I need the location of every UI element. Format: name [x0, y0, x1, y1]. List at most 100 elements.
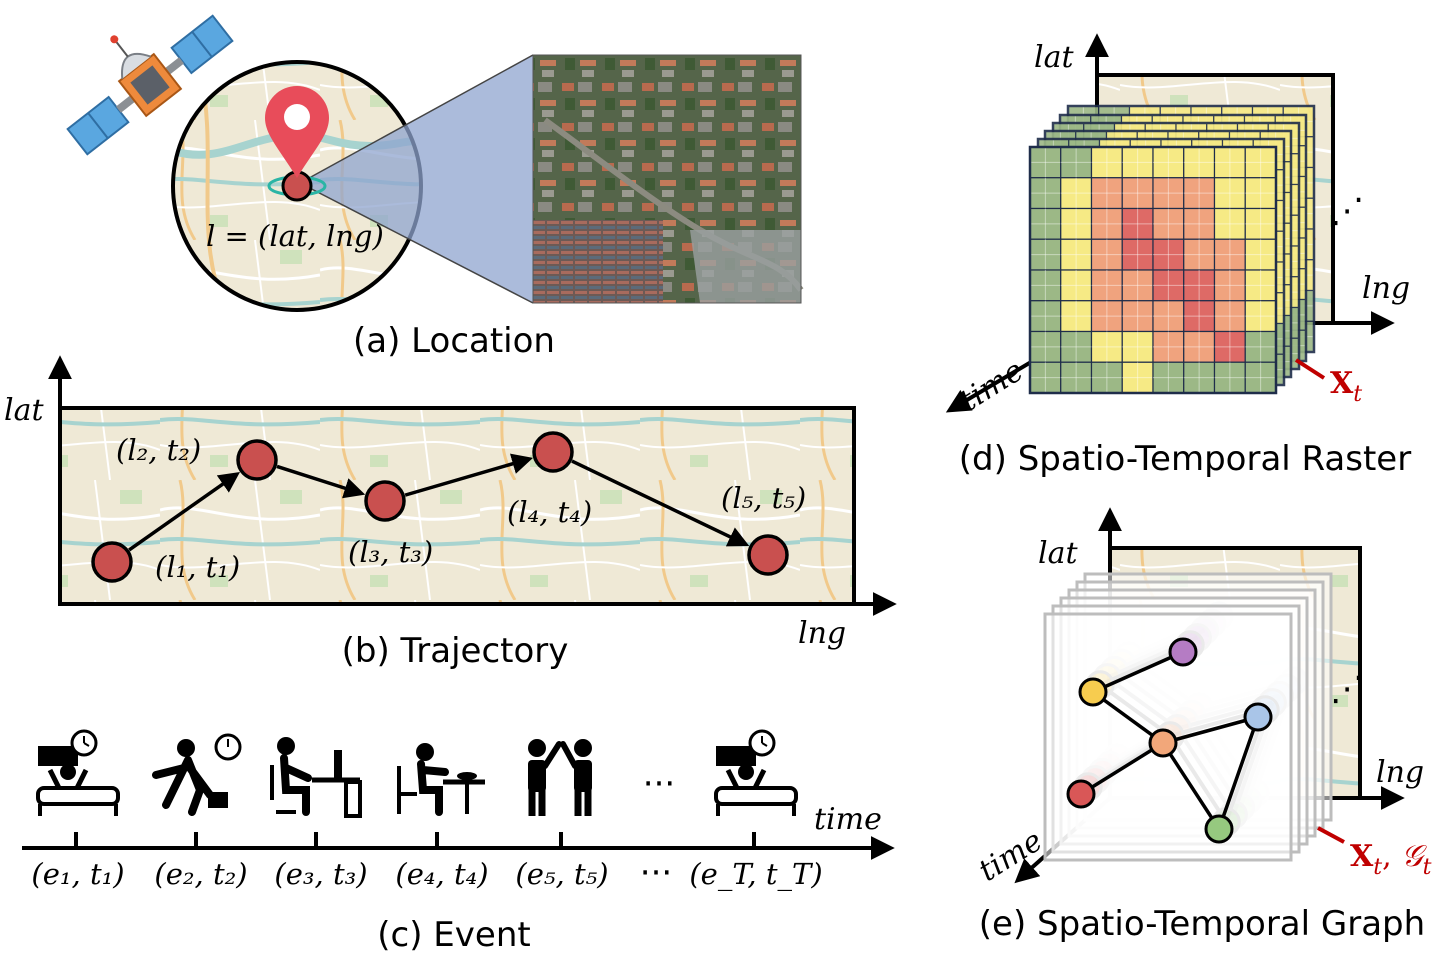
raster-cell — [1029, 269, 1062, 302]
graph-node — [1243, 702, 1273, 732]
event-label: (e₂, t₂) — [154, 857, 247, 891]
graph-layer — [1043, 612, 1293, 862]
raster-cell — [1244, 300, 1277, 333]
trajectory-path: (l₁, t₁) (l₂, t₂) (l₃, t₃) (l₄, t₄) (l₅, t₅) — [91, 431, 806, 584]
commuting-person-icon — [152, 733, 242, 816]
graph-edge — [1092, 650, 1184, 694]
panel-trajectory: lat lng (l₁, t₁) (l₂, t₂) (l₃, t₃) (l₄, t₄)… — [4, 355, 897, 671]
raster-layer — [1028, 145, 1278, 395]
raster-cell — [1183, 238, 1216, 271]
raster-cell — [1060, 300, 1093, 333]
caption-location: (a) Location — [353, 321, 555, 361]
raster-tensor-label: Xt — [1330, 366, 1362, 407]
raster-cell — [1029, 146, 1062, 179]
satellite-icon — [66, 14, 234, 156]
raster-cell — [1213, 330, 1246, 363]
graph-node — [1204, 814, 1234, 844]
raster-cell — [1213, 361, 1246, 394]
raster-cell — [1060, 146, 1093, 179]
trajectory-segment — [128, 471, 240, 552]
graph-lat-label: lat — [1038, 536, 1078, 571]
raster-cell — [1121, 269, 1154, 302]
raster-cell — [1152, 330, 1185, 363]
raster-cell — [1183, 361, 1216, 394]
trajectory-segment — [276, 464, 366, 499]
raster-time-label: time — [954, 353, 1030, 419]
trajectory-point — [747, 534, 789, 576]
trajectory-point — [91, 541, 133, 583]
graph-node — [1148, 728, 1178, 758]
raster-cell — [1060, 177, 1093, 210]
location-formula: l = (lat, lng) — [206, 219, 384, 253]
raster-cell — [1152, 300, 1185, 333]
raster-cell — [1183, 177, 1216, 210]
panel-graph: ⋰ lat lng time Xt, 𝒢t (e) Spatio-Tempora… — [973, 507, 1432, 944]
satellite-image — [532, 54, 804, 304]
labels-ellipsis: ··· — [640, 853, 672, 893]
raster-cell — [1121, 330, 1154, 363]
raster-cell — [1090, 300, 1123, 333]
event-label: (e₁, t₁) — [31, 857, 124, 891]
event-label: (e₄, t₄) — [395, 857, 488, 891]
raster-cell — [1121, 177, 1154, 210]
lat-axis-label: lat — [4, 393, 44, 428]
panel-raster: ⋰ lat lng time Xt (d) Spatio-Temporal Ra… — [945, 33, 1411, 479]
caption-graph: (e) Spatio-Temporal Graph — [979, 904, 1425, 944]
trajectory-point-label: (l₂, t₂) — [116, 433, 201, 467]
working-at-desk-icon — [270, 737, 362, 818]
event-label: (e₅, t₅) — [515, 857, 608, 891]
sleeping-in-bed-icon — [36, 729, 120, 816]
raster-cell — [1183, 330, 1216, 363]
trajectory-point-label: (l₁, t₁) — [155, 550, 240, 584]
graph-stack-dots: ⋰ — [1330, 669, 1364, 709]
trajectory-point-label: (l₅, t₅) — [721, 481, 806, 515]
lng-axis-label: lng — [798, 616, 846, 651]
graph-tensor-label: Xt, 𝒢t — [1350, 839, 1432, 880]
trajectory-point — [532, 431, 574, 473]
trajectory-segment — [571, 459, 750, 547]
time-axis-label: time — [814, 802, 882, 837]
dining-at-table-icon — [397, 743, 485, 816]
trajectory-point — [236, 439, 278, 481]
raster-lat-label: lat — [1034, 40, 1074, 75]
graph-edge — [1080, 741, 1164, 796]
panel-location: l = (lat, lng) (a) Location — [66, 14, 804, 361]
zoom-cone — [300, 55, 533, 303]
graph-edge — [1161, 742, 1221, 830]
raster-cell — [1121, 207, 1154, 240]
raster-stack-dots: ⋰ — [1330, 191, 1364, 231]
raster-lng-label: lng — [1362, 271, 1410, 306]
location-pin-icon — [265, 86, 329, 202]
graph-node — [1066, 779, 1096, 809]
icons-ellipsis: ··· — [643, 764, 675, 804]
raster-cell — [1121, 361, 1154, 394]
event-sequence: (e₁, t₁) (e₂, t₂) (e₃, t₃) (e₄, t₄) (e₅, t₅)… — [31, 729, 823, 892]
trajectory-segment — [404, 453, 534, 497]
meeting-people-icon — [528, 739, 592, 816]
panel-event: time (e₁, t₁) (e₂, t₂) (e₃, t₃) (e₄, t₄) (e₅… — [22, 729, 895, 955]
raster-cell — [1029, 207, 1062, 240]
trajectory-point-label: (l₃, t₃) — [348, 535, 433, 569]
trajectory-point-label: (l₄, t₄) — [507, 495, 592, 529]
raster-cell — [1121, 146, 1154, 179]
raster-cell — [1183, 146, 1216, 179]
raster-cell — [1090, 330, 1123, 363]
raster-stack — [1028, 104, 1316, 395]
raster-cell — [1060, 238, 1093, 271]
caption-event: (c) Event — [377, 915, 530, 955]
raster-cell — [1183, 269, 1216, 302]
graph-edge — [1162, 715, 1259, 745]
caption-trajectory: (b) Trajectory — [342, 631, 569, 671]
raster-cell — [1090, 238, 1123, 271]
graph-edge — [1217, 716, 1260, 830]
raster-cell — [1213, 177, 1246, 210]
event-label: (e_T, t_T) — [689, 857, 822, 892]
sleeping-in-bed-icon — [714, 729, 798, 816]
graph-time-label: time — [973, 823, 1049, 889]
graph-lng-label: lng — [1376, 755, 1424, 790]
raster-cell — [1121, 300, 1154, 333]
caption-raster: (d) Spatio-Temporal Raster — [959, 439, 1411, 479]
event-label: (e₃, t₃) — [274, 857, 367, 891]
graph-node — [1168, 637, 1198, 667]
